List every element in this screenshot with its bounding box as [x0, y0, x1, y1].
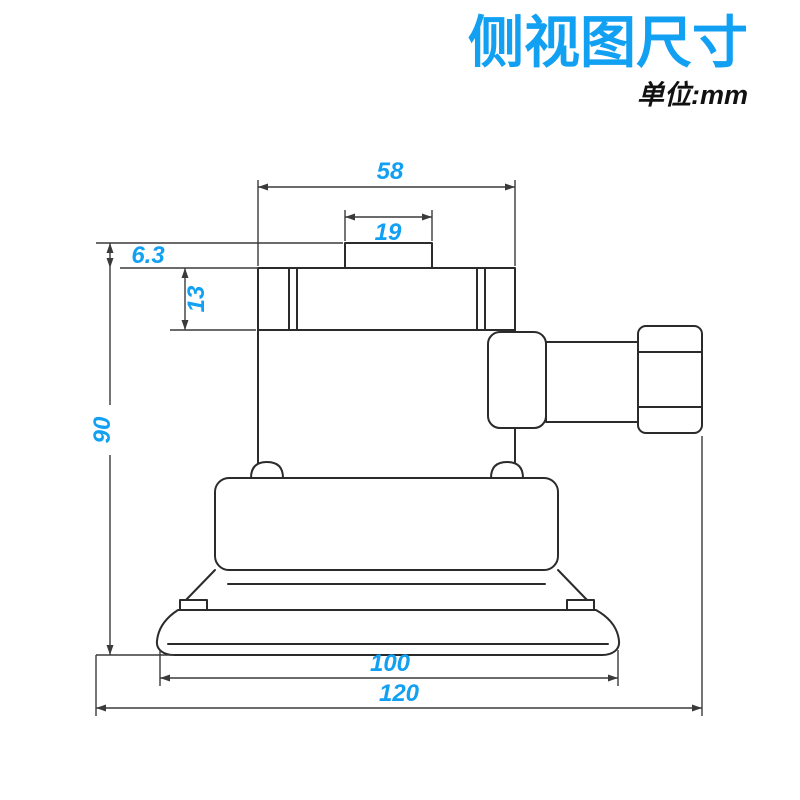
page-title: 侧视图尺寸: [468, 11, 748, 74]
arrowhead: [345, 213, 355, 221]
connector-plug: [487, 331, 547, 429]
mount-plate: [214, 477, 559, 571]
arrowhead: [258, 183, 268, 191]
dim-label-cap-offset: 6.3: [131, 242, 165, 269]
arrowhead: [106, 645, 114, 655]
arrowhead: [422, 213, 432, 221]
arrowhead: [96, 704, 106, 712]
rim-tab-right: [566, 599, 595, 611]
unit-label: 单位:mm: [637, 80, 748, 110]
suction-cup-base: [155, 609, 621, 656]
arrowhead: [106, 243, 114, 253]
dim-label-block-height: 13: [183, 285, 210, 312]
top-cap: [344, 242, 433, 269]
arrowhead: [608, 674, 618, 682]
rim-tab-left: [179, 599, 208, 611]
dim-label-overall-width: 120: [379, 680, 420, 707]
skirt-left: [184, 569, 216, 602]
top-block: [257, 267, 516, 331]
arrowhead: [692, 704, 702, 712]
arrowhead: [505, 183, 515, 191]
dome-screw-left: [250, 461, 284, 479]
arrowhead: [181, 320, 189, 330]
dim-label-cup-diameter: 100: [370, 650, 411, 677]
dimension-annotations: 58 19 6.3 13 90: [89, 158, 703, 716]
dim-label-total-height: 90: [89, 416, 116, 443]
arrowhead: [181, 268, 189, 278]
dome-screw-right: [490, 461, 524, 479]
dim-label-cap-width: 19: [375, 219, 402, 246]
dim-label-top-width: 58: [377, 158, 404, 185]
connector-neck: [545, 341, 639, 423]
skirt-right: [557, 569, 589, 602]
device-outline: [155, 242, 703, 656]
hex-gland-nut: [637, 325, 703, 434]
arrowhead: [160, 674, 170, 682]
